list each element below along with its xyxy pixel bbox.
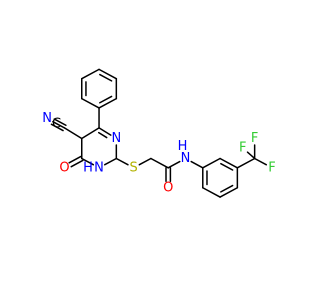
bond-A2-A3: [219, 157, 239, 169]
bond-ph3-ph4: [98, 97, 118, 109]
bond-C2-S: [115, 157, 129, 166]
bond-Ca-Na: [167, 160, 181, 169]
bond-C5-C4: [81, 127, 100, 140]
bond-A1-A2: [202, 157, 221, 169]
atom-nh-amide: N: [181, 151, 191, 166]
bond-A5-A6: [202, 187, 221, 198]
atom-f-top: F: [251, 131, 258, 146]
bond-C2-N1: [104, 157, 118, 166]
bond-C6-O6-second: [70, 159, 84, 168]
bond-C6-O6: [68, 155, 82, 164]
atom-c-nitrile: C: [52, 116, 61, 131]
bond-C4-N3-inner: [97, 131, 108, 139]
atom-o-amide: O: [163, 180, 173, 195]
bond-S-CH2: [138, 157, 152, 166]
bond-Na-A1: [190, 160, 204, 169]
bond-Cn-Nn-third: [50, 123, 64, 132]
bonds: [50, 68, 267, 198]
bond-C5-Cn: [63, 127, 83, 140]
bond-Cn-Nn: [52, 120, 66, 129]
bond-ph4-ph5: [81, 97, 100, 109]
atom-nh-ring: N: [94, 160, 104, 175]
bond-N1-C6: [81, 157, 95, 166]
atom-s-thioether: S: [129, 160, 137, 175]
bond-CF3-Fl: [246, 151, 256, 160]
atom-h-amide: H: [178, 139, 188, 154]
bond-CH2-Ca: [150, 157, 169, 169]
bond-Cn-Nn-second: [53, 118, 67, 127]
atom-h-ring: H: [83, 160, 93, 175]
bond-C4-N3: [98, 127, 112, 136]
bond-ph6-ph1: [81, 68, 100, 80]
atom-f-right: F: [268, 160, 275, 175]
atom-n-ring: N: [111, 131, 121, 146]
bond-ph3-ph4-inner: [99, 95, 113, 104]
bond-ph1-ph2-inner: [99, 73, 113, 82]
bond-CF3-Fr: [253, 157, 267, 166]
bond-ph1-ph2: [98, 68, 118, 80]
bond-A4-A5: [219, 187, 239, 198]
bond-A4-A5-inner: [220, 184, 234, 193]
atom-f-lower: F: [239, 140, 246, 155]
atom-n-nitrile: N: [42, 111, 52, 126]
bond-A3-CF3: [236, 157, 256, 169]
bond-A2-A3-inner: [220, 162, 234, 171]
atom-o-carbonyl-ring: O: [59, 160, 69, 175]
